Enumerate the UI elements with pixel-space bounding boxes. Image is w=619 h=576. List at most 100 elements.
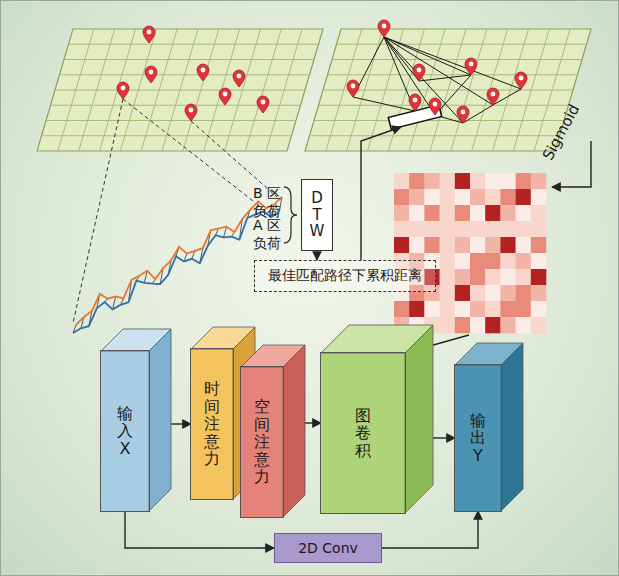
location-pin [413, 64, 425, 81]
heat-cell [424, 221, 440, 237]
heat-cell [409, 173, 425, 189]
heat-cell [394, 301, 410, 317]
process-box: DTW [301, 179, 333, 251]
heat-cell [440, 173, 456, 189]
block-extrusion [241, 345, 305, 517]
grid-maps [37, 20, 591, 323]
heat-cell [470, 253, 486, 269]
heat-cell [394, 237, 410, 253]
heat-cell [500, 301, 516, 317]
flow-arrow [382, 511, 478, 548]
heat-cell [531, 189, 547, 205]
heat-cell [440, 269, 456, 285]
heat-cell [440, 253, 456, 269]
node-text: 时间注意力 [204, 380, 220, 468]
heat-cell [531, 285, 547, 301]
link-line [419, 75, 471, 81]
layer-block: 输出Y [455, 365, 501, 511]
heat-cell [531, 205, 547, 221]
heat-cell [516, 173, 532, 189]
result-arrow [361, 127, 401, 260]
heat-cell [394, 221, 410, 237]
flow-arrow [171, 423, 191, 424]
heat-cell [485, 189, 501, 205]
flow-arrow [305, 422, 321, 423]
heat-cell [455, 237, 471, 253]
heat-cell [409, 189, 425, 205]
location-pin [143, 26, 155, 43]
heat-cell [455, 317, 471, 333]
heat-cell [424, 301, 440, 317]
heat-cell [409, 221, 425, 237]
heat-cell [470, 269, 486, 285]
heat-cell [516, 189, 532, 205]
heat-cell [500, 253, 516, 269]
heat-cell [409, 237, 425, 253]
block-side [501, 343, 523, 511]
heat-cell [440, 205, 456, 221]
link-line [384, 37, 521, 89]
heat-cell [440, 285, 456, 301]
heat-cell [394, 205, 410, 221]
heat-cell [470, 189, 486, 205]
heat-cell [500, 285, 516, 301]
heat-cell [485, 205, 501, 221]
heat-cell [424, 173, 440, 189]
location-pin [347, 80, 359, 97]
node-text: 2D Conv [298, 540, 358, 556]
heat-cell [409, 205, 425, 221]
heat-cell [500, 205, 516, 221]
heat-cell [516, 237, 532, 253]
link-line [384, 37, 435, 115]
location-pin [145, 66, 157, 83]
heat-cell [424, 205, 440, 221]
heat-cell [394, 189, 410, 205]
location-pin [429, 98, 441, 115]
heat-cell [531, 317, 547, 333]
block-side [149, 329, 171, 511]
heat-cell [455, 253, 471, 269]
map-grid [305, 29, 591, 151]
heat-cell [485, 237, 501, 253]
heat-cell [531, 221, 547, 237]
heat-cell [531, 301, 547, 317]
node-text: 最佳匹配路径下累积距离 [268, 267, 422, 285]
layer-block: 输入X [101, 351, 149, 511]
heat-cell [485, 269, 501, 285]
heat-cell [485, 317, 501, 333]
projection-line [123, 99, 253, 201]
location-pin [409, 94, 421, 111]
location-pin [117, 82, 129, 99]
heat-cell [424, 189, 440, 205]
heat-cell [500, 317, 516, 333]
heat-cell [440, 301, 456, 317]
heat-cell [485, 221, 501, 237]
layer-block: 时间注意力 [191, 349, 233, 499]
heat-cell [424, 237, 440, 253]
location-pin [197, 64, 209, 81]
link-line [384, 37, 493, 105]
heat-cell [500, 237, 516, 253]
heat-cell [440, 221, 456, 237]
link-line [353, 97, 415, 111]
heat-cell [516, 285, 532, 301]
heat-cell [485, 253, 501, 269]
node-text: DTW [310, 190, 325, 240]
heat-cell [470, 301, 486, 317]
load-curve-b [76, 197, 282, 325]
heat-cell [440, 237, 456, 253]
load-curves [73, 197, 282, 333]
process-box: 2D Conv [274, 533, 382, 563]
heat-cell [440, 317, 456, 333]
heat-cell [440, 189, 456, 205]
location-pin [457, 106, 469, 123]
flow-arrow [316, 251, 317, 260]
heat-cell [470, 317, 486, 333]
flow-arrow [433, 437, 455, 438]
heat-cell [500, 173, 516, 189]
heat-cell [455, 173, 471, 189]
heat-cell [394, 173, 410, 189]
process-box: 最佳匹配路径下累积距离 [254, 260, 436, 292]
node-text: 输出Y [470, 412, 486, 465]
